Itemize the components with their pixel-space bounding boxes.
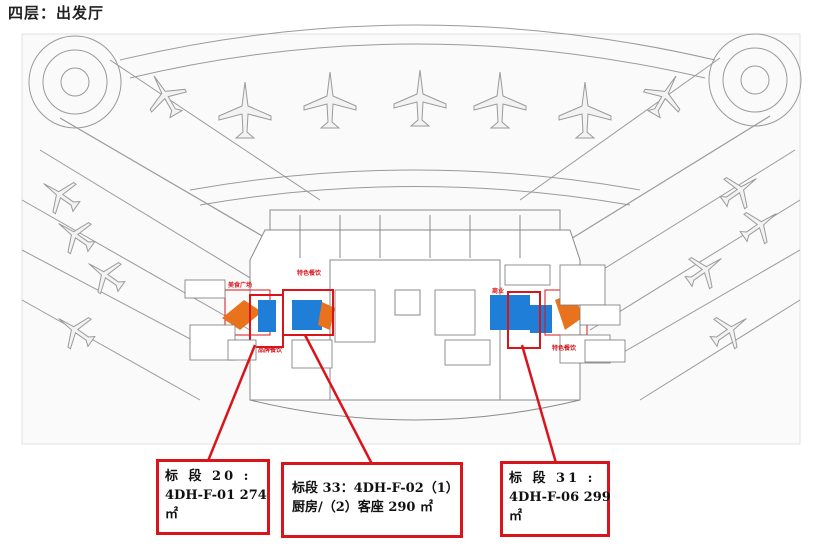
label-c: 品牌餐饮 [258, 346, 283, 354]
callout-tender-20: 标 段 20 : 4DH-F-01 274 ㎡ [156, 459, 270, 535]
callout-31-line1: 标 段 31 : [509, 471, 596, 486]
leader-lines [206, 334, 558, 465]
callout-tender-31: 标 段 31 : 4DH-F-06 299 ㎡ [500, 461, 611, 537]
callout-31-line3: ㎡ [509, 509, 523, 524]
label-d: 商业 [492, 287, 504, 295]
leader-31 [520, 344, 558, 464]
label-e: 特色餐饮 [552, 344, 577, 352]
info-boxes [184, 264, 626, 369]
callout-31-line2: 4DH-F-06 299 [509, 490, 611, 505]
callout-33-line2: 厨房/（2）客座 290 ㎡ [292, 500, 433, 515]
zone-tender-31-a [490, 295, 530, 330]
right-pier [519, 33, 802, 401]
callout-20-line2: 4DH-F-01 274 [165, 488, 267, 503]
label-b: 特色餐饮 [297, 269, 322, 277]
zone-orange-small [318, 302, 335, 330]
top-concourse [119, 24, 716, 206]
callout-20-line3: ㎡ [165, 507, 179, 522]
zone-tender-33 [292, 300, 322, 330]
aircraft-stands [43, 69, 777, 350]
zone-tender-20 [258, 300, 276, 332]
tender-33-frame [282, 289, 334, 336]
left-retail-zones [222, 289, 335, 348]
callout-33-line1: 标段 33：4DH-F-02（1） [292, 481, 459, 496]
callout-20-line1: 标 段 20 : [165, 469, 252, 484]
callout-tender-33: 标段 33：4DH-F-02（1） 厨房/（2）客座 290 ㎡ [281, 462, 463, 538]
leader-20 [206, 344, 257, 462]
leader-33 [303, 334, 374, 465]
label-food-square: 美食广场 [227, 281, 252, 289]
page-title: 四层：出发厅 [8, 4, 105, 22]
zone-food-court [222, 300, 262, 330]
